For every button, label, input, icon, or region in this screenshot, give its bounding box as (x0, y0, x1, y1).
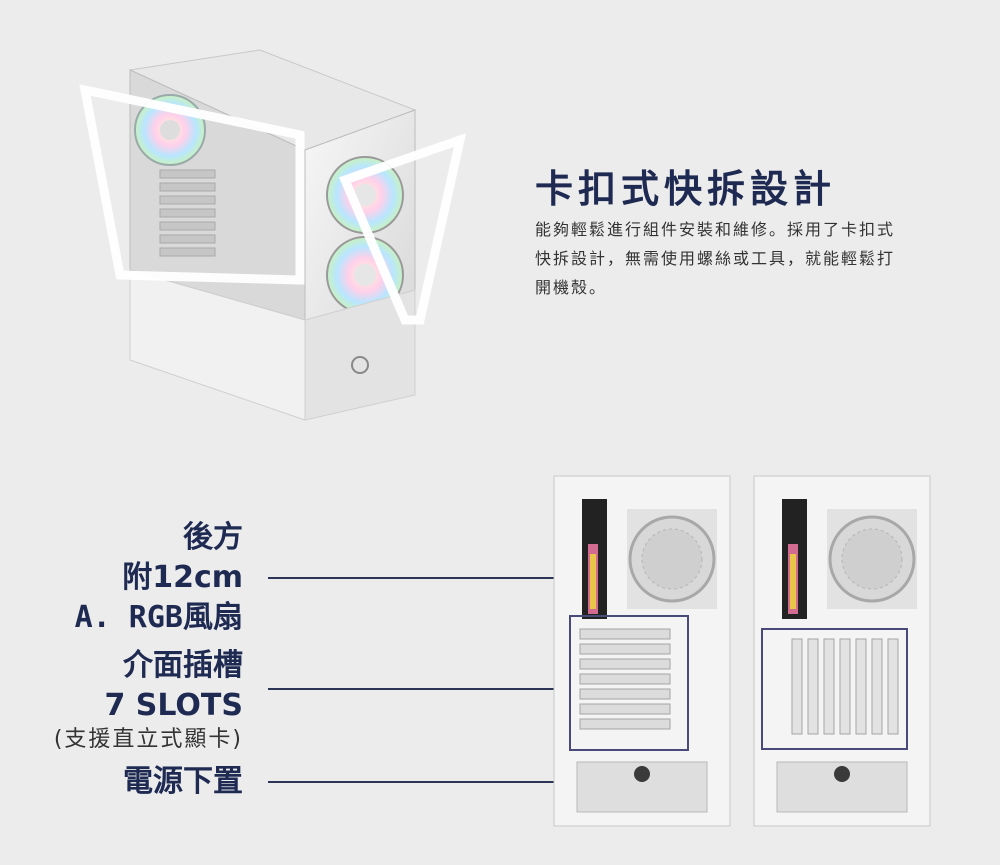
case-rear-view-right (753, 475, 931, 827)
section-title: 卡扣式快拆設計 (535, 167, 837, 211)
case-logo-icon (351, 356, 369, 374)
leader-line-fan (268, 577, 628, 579)
callout-slots: 介面插槽 7 SLOTS (支援直立式顯卡) (54, 646, 243, 754)
callout-psu-line: 電源下置 (123, 764, 243, 799)
case-open-illustration (79, 49, 467, 421)
callout-psu: 電源下置 (123, 762, 243, 802)
leader-line-slots (268, 688, 570, 690)
case-rear-view-left (553, 475, 731, 827)
callout-slots-line: 介面插槽 (123, 648, 243, 683)
callout-slots-note: (支援直立式顯卡) (53, 727, 243, 752)
callout-slots-line: 7 SLOTS (104, 688, 243, 723)
callout-rear-fan-line: 後方 (183, 520, 243, 555)
section-description: 能夠輕鬆進行組件安裝和維修。採用了卡扣式 快拆設計，無需使用螺絲或工具，就能輕鬆… (535, 215, 935, 302)
description-line: 開機殼。 (535, 278, 608, 297)
callout-rear-fan: 後方 附12cm A. RGB風扇 (75, 518, 243, 638)
callout-rear-fan-line: A. RGB風扇 (74, 600, 243, 635)
description-line: 能夠輕鬆進行組件安裝和維修。採用了卡扣式 (535, 220, 896, 239)
description-line: 快拆設計，無需使用螺絲或工具，就能輕鬆打 (535, 249, 896, 268)
callout-rear-fan-line: 附12cm (122, 560, 243, 595)
leader-line-psu (268, 781, 570, 783)
